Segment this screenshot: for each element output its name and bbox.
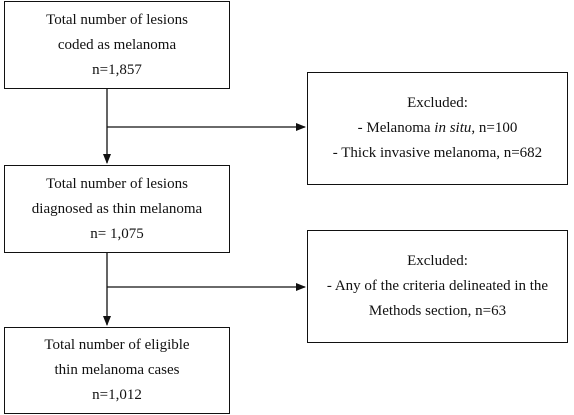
exclusion-first-item1-suffix: , n=100 [471, 120, 518, 136]
exclusion-first-item1: - Melanoma in situ, n=100 [358, 116, 518, 141]
box-eligible-count: n=1,012 [92, 387, 142, 403]
box-total-coded-line1: Total number of lesions [46, 11, 188, 28]
box-total-coded-count: n=1,857 [92, 61, 142, 78]
exclusion-first-item1-prefix: - Melanoma [357, 120, 435, 136]
box-thin-diagnosed-line2: diagnosed as thin melanoma [31, 200, 203, 217]
box-exclusion-second: Excluded: - Any of the criteria delineat… [307, 230, 568, 343]
box-total-coded-melanoma: Total number of lesions coded as melanom… [4, 1, 230, 89]
exclusion-first-item2: - Thick invasive melanoma, n=682 [332, 145, 543, 161]
box-eligible-cases: Total number of eligible thin melanoma c… [4, 327, 230, 414]
exclusion-second-title: Excluded: [407, 253, 468, 269]
box-thin-diagnosed-line1: Total number of lesions [46, 175, 188, 192]
box-eligible-line2: thin melanoma cases [54, 362, 180, 378]
box-thin-diagnosed-count: n= 1,075 [90, 225, 144, 242]
box-exclusion-first: Excluded: - Melanoma in situ, n=100 - Th… [307, 72, 568, 185]
box-eligible-line1: Total number of eligible [44, 337, 190, 353]
box-thin-melanoma-diagnosed: Total number of lesions diagnosed as thi… [4, 165, 230, 253]
exclusion-first-title: Excluded: [407, 95, 468, 111]
box-total-coded-line2: coded as melanoma [57, 36, 177, 53]
exclusion-second-line2: Methods section, n=63 [368, 303, 507, 319]
exclusion-second-line1: - Any of the criteria delineated in the [326, 278, 549, 294]
exclusion-first-item1-emphasis: in situ [434, 120, 472, 136]
